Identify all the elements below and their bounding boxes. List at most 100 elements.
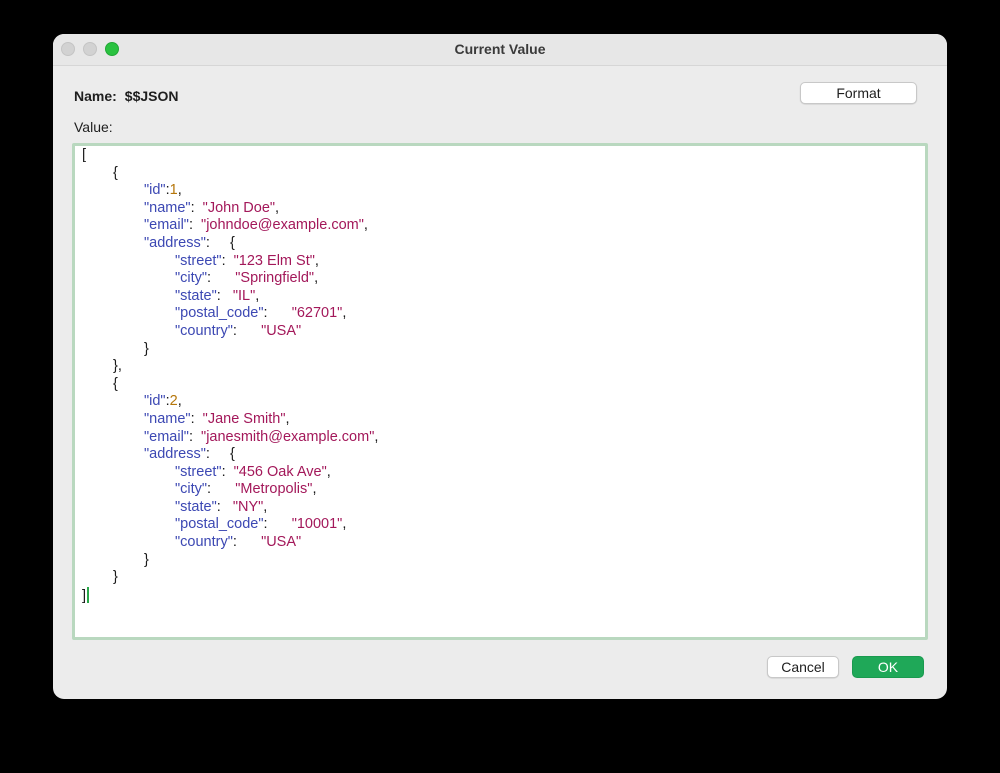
name-label: Name: xyxy=(74,88,117,104)
json-punctuation: : xyxy=(188,217,202,234)
code-line: "name": "John Doe", xyxy=(82,200,378,218)
close-button-icon[interactable] xyxy=(61,42,75,56)
window-title: Current Value xyxy=(454,41,546,57)
json-punctuation: } xyxy=(144,551,149,568)
json-number: 2 xyxy=(169,393,178,410)
json-key: "name" xyxy=(144,410,191,427)
json-punctuation: { xyxy=(113,375,118,392)
json-punctuation: : xyxy=(207,270,236,287)
json-punctuation: : xyxy=(263,305,292,322)
code-line: "id":1, xyxy=(82,182,378,200)
code-line: "country": "USA" xyxy=(82,534,378,552)
json-key: "id" xyxy=(144,182,166,199)
json-punctuation: , xyxy=(275,199,280,216)
json-punctuation: : xyxy=(188,428,202,445)
code-line: "email": "johndoe@example.com", xyxy=(82,217,378,235)
json-punctuation: , xyxy=(312,481,317,498)
json-string: "John Doe" xyxy=(202,199,276,216)
json-punctuation: , xyxy=(177,393,182,410)
name-row: Name: $$JSON xyxy=(74,88,179,104)
code-line: } xyxy=(82,341,378,359)
code-line: "city": "Metropolis", xyxy=(82,481,378,499)
json-punctuation: : xyxy=(221,463,234,480)
cancel-button[interactable]: Cancel xyxy=(767,656,839,678)
code-line: "street": "456 Oak Ave", xyxy=(82,464,378,482)
code-line: "address": { xyxy=(82,235,378,253)
code-line: } xyxy=(82,552,378,570)
json-punctuation: : xyxy=(263,516,292,533)
code-line: }, xyxy=(82,358,378,376)
json-key: "street" xyxy=(175,252,222,269)
json-punctuation: : xyxy=(190,410,203,427)
ok-button[interactable]: OK xyxy=(852,656,924,678)
json-punctuation: : xyxy=(232,534,262,551)
code-line: "address": { xyxy=(82,446,378,464)
json-key: "state" xyxy=(175,287,217,304)
json-punctuation: , xyxy=(263,498,268,515)
code-line: ] xyxy=(82,586,378,605)
value-label: Value: xyxy=(74,119,113,135)
zoom-button-icon[interactable] xyxy=(105,42,119,56)
json-punctuation: , xyxy=(326,463,331,480)
json-punctuation: [ xyxy=(82,147,87,163)
json-string: "456 Oak Ave" xyxy=(233,463,327,480)
json-punctuation: , xyxy=(314,252,319,269)
json-string: "Jane Smith" xyxy=(202,410,286,427)
json-punctuation: , xyxy=(314,270,319,287)
json-string: "USA" xyxy=(261,322,302,339)
json-key: "street" xyxy=(175,463,222,480)
json-punctuation: : xyxy=(216,498,233,515)
json-punctuation: } xyxy=(113,569,118,586)
json-key: "email" xyxy=(144,428,189,445)
value-editor[interactable]: [{"id":1,"name": "John Doe","email": "jo… xyxy=(72,143,928,640)
json-punctuation: { xyxy=(113,164,118,181)
json-punctuation: , xyxy=(363,217,368,234)
json-punctuation: , xyxy=(342,516,347,533)
code-line: "postal_code": "10001", xyxy=(82,516,378,534)
json-key: "email" xyxy=(144,217,189,234)
json-string: "62701" xyxy=(291,305,343,322)
code-line: { xyxy=(82,165,378,183)
json-punctuation: : xyxy=(221,252,234,269)
json-key: "address" xyxy=(144,446,206,463)
format-button[interactable]: Format xyxy=(800,82,917,104)
json-string: "NY" xyxy=(232,498,264,515)
code-line: "id":2, xyxy=(82,393,378,411)
json-code[interactable]: [{"id":1,"name": "John Doe","email": "jo… xyxy=(82,147,378,604)
json-key: "country" xyxy=(175,322,233,339)
json-punctuation: ] xyxy=(82,587,87,604)
title-bar[interactable]: Current Value xyxy=(53,34,947,66)
json-string: "USA" xyxy=(261,534,302,551)
json-string: "janesmith@example.com" xyxy=(201,428,375,445)
code-line: "email": "janesmith@example.com", xyxy=(82,429,378,447)
code-line: "state": "IL", xyxy=(82,288,378,306)
json-key: "postal_code" xyxy=(175,516,264,533)
json-key: "name" xyxy=(144,199,191,216)
name-value: $$JSON xyxy=(124,88,179,104)
json-string: "Springfield" xyxy=(235,270,315,287)
json-string: "Metropolis" xyxy=(235,481,313,498)
json-key: "postal_code" xyxy=(175,305,264,322)
json-punctuation: : xyxy=(190,199,203,216)
json-key: "city" xyxy=(175,481,208,498)
json-punctuation: , xyxy=(285,410,290,427)
code-line: "country": "USA" xyxy=(82,323,378,341)
json-punctuation: : xyxy=(207,481,236,498)
json-punctuation: }, xyxy=(113,358,122,375)
json-punctuation: : xyxy=(232,322,262,339)
json-punctuation: , xyxy=(374,428,379,445)
json-punctuation: , xyxy=(342,305,347,322)
json-punctuation: : { xyxy=(205,234,235,251)
json-punctuation: } xyxy=(144,340,149,357)
json-punctuation: , xyxy=(255,287,260,304)
code-line: "city": "Springfield", xyxy=(82,270,378,288)
json-string: "IL" xyxy=(232,287,256,304)
current-value-dialog: Current Value Name:$$JSON Format Value: … xyxy=(53,34,947,699)
json-key: "country" xyxy=(175,534,233,551)
json-key: "address" xyxy=(144,234,206,251)
json-key: "id" xyxy=(144,393,166,410)
code-line: [ xyxy=(82,147,378,165)
json-punctuation: : xyxy=(165,182,170,199)
json-punctuation: : xyxy=(216,287,233,304)
minimize-button-icon[interactable] xyxy=(83,42,97,56)
